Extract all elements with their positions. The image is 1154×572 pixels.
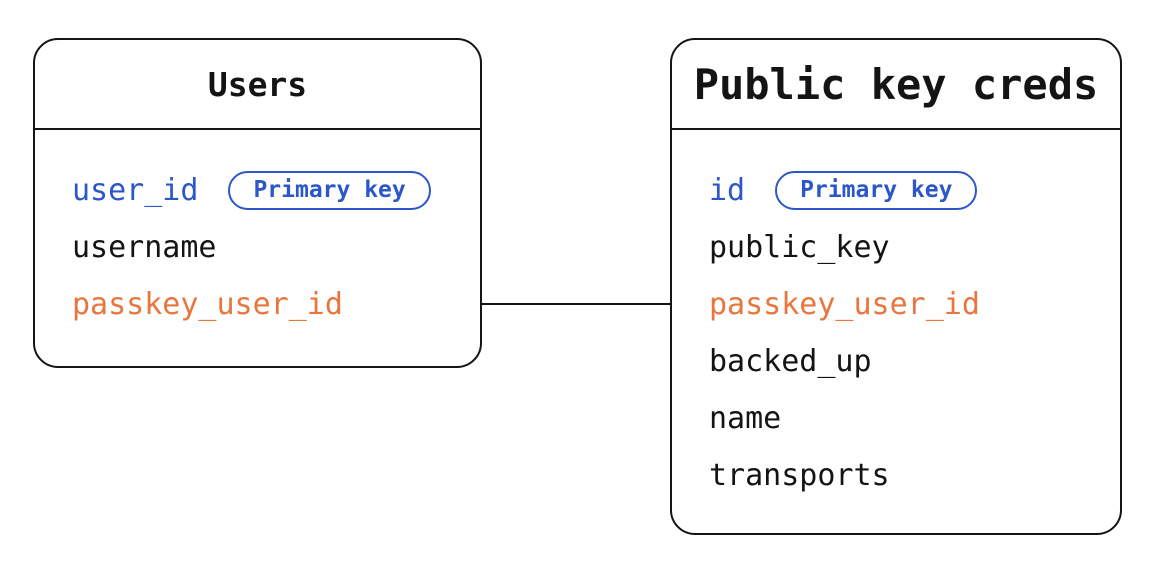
field-name: transports <box>709 458 890 493</box>
field-name: name <box>709 401 782 436</box>
relationship-line-passkey-user-id <box>482 303 670 305</box>
field-row-passkey-user-id: passkey_user_id <box>72 276 480 333</box>
field-row-id: id Primary key <box>709 162 1120 219</box>
field-row-passkey-user-id: passkey_user_id <box>709 276 1120 333</box>
field-row-user-id: user_id Primary key <box>72 162 480 219</box>
field-row-username: username <box>72 219 480 276</box>
table-users-title: Users <box>35 40 480 130</box>
table-public-key-creds: Public key creds id Primary key public_key… <box>670 38 1122 535</box>
field-name: id <box>709 173 746 208</box>
field-name: username <box>72 230 217 265</box>
field-row-transports: transports <box>709 447 1120 504</box>
field-name: backed_up <box>709 344 872 379</box>
field-row-public-key: public_key <box>709 219 1120 276</box>
table-users-fields: user_id Primary key username passkey_user_i… <box>35 130 480 333</box>
primary-key-badge: Primary key <box>775 171 978 210</box>
table-public-key-creds-title: Public key creds <box>672 40 1120 130</box>
field-row-backed-up: backed_up <box>709 333 1120 390</box>
field-name: user_id <box>72 173 199 208</box>
primary-key-badge: Primary key <box>228 171 431 210</box>
table-users: Users user_id Primary key username passkey_… <box>33 38 482 368</box>
field-row-name: name <box>709 390 1120 447</box>
field-name: public_key <box>709 230 890 265</box>
field-name: passkey_user_id <box>709 287 980 322</box>
field-name: passkey_user_id <box>72 287 343 322</box>
